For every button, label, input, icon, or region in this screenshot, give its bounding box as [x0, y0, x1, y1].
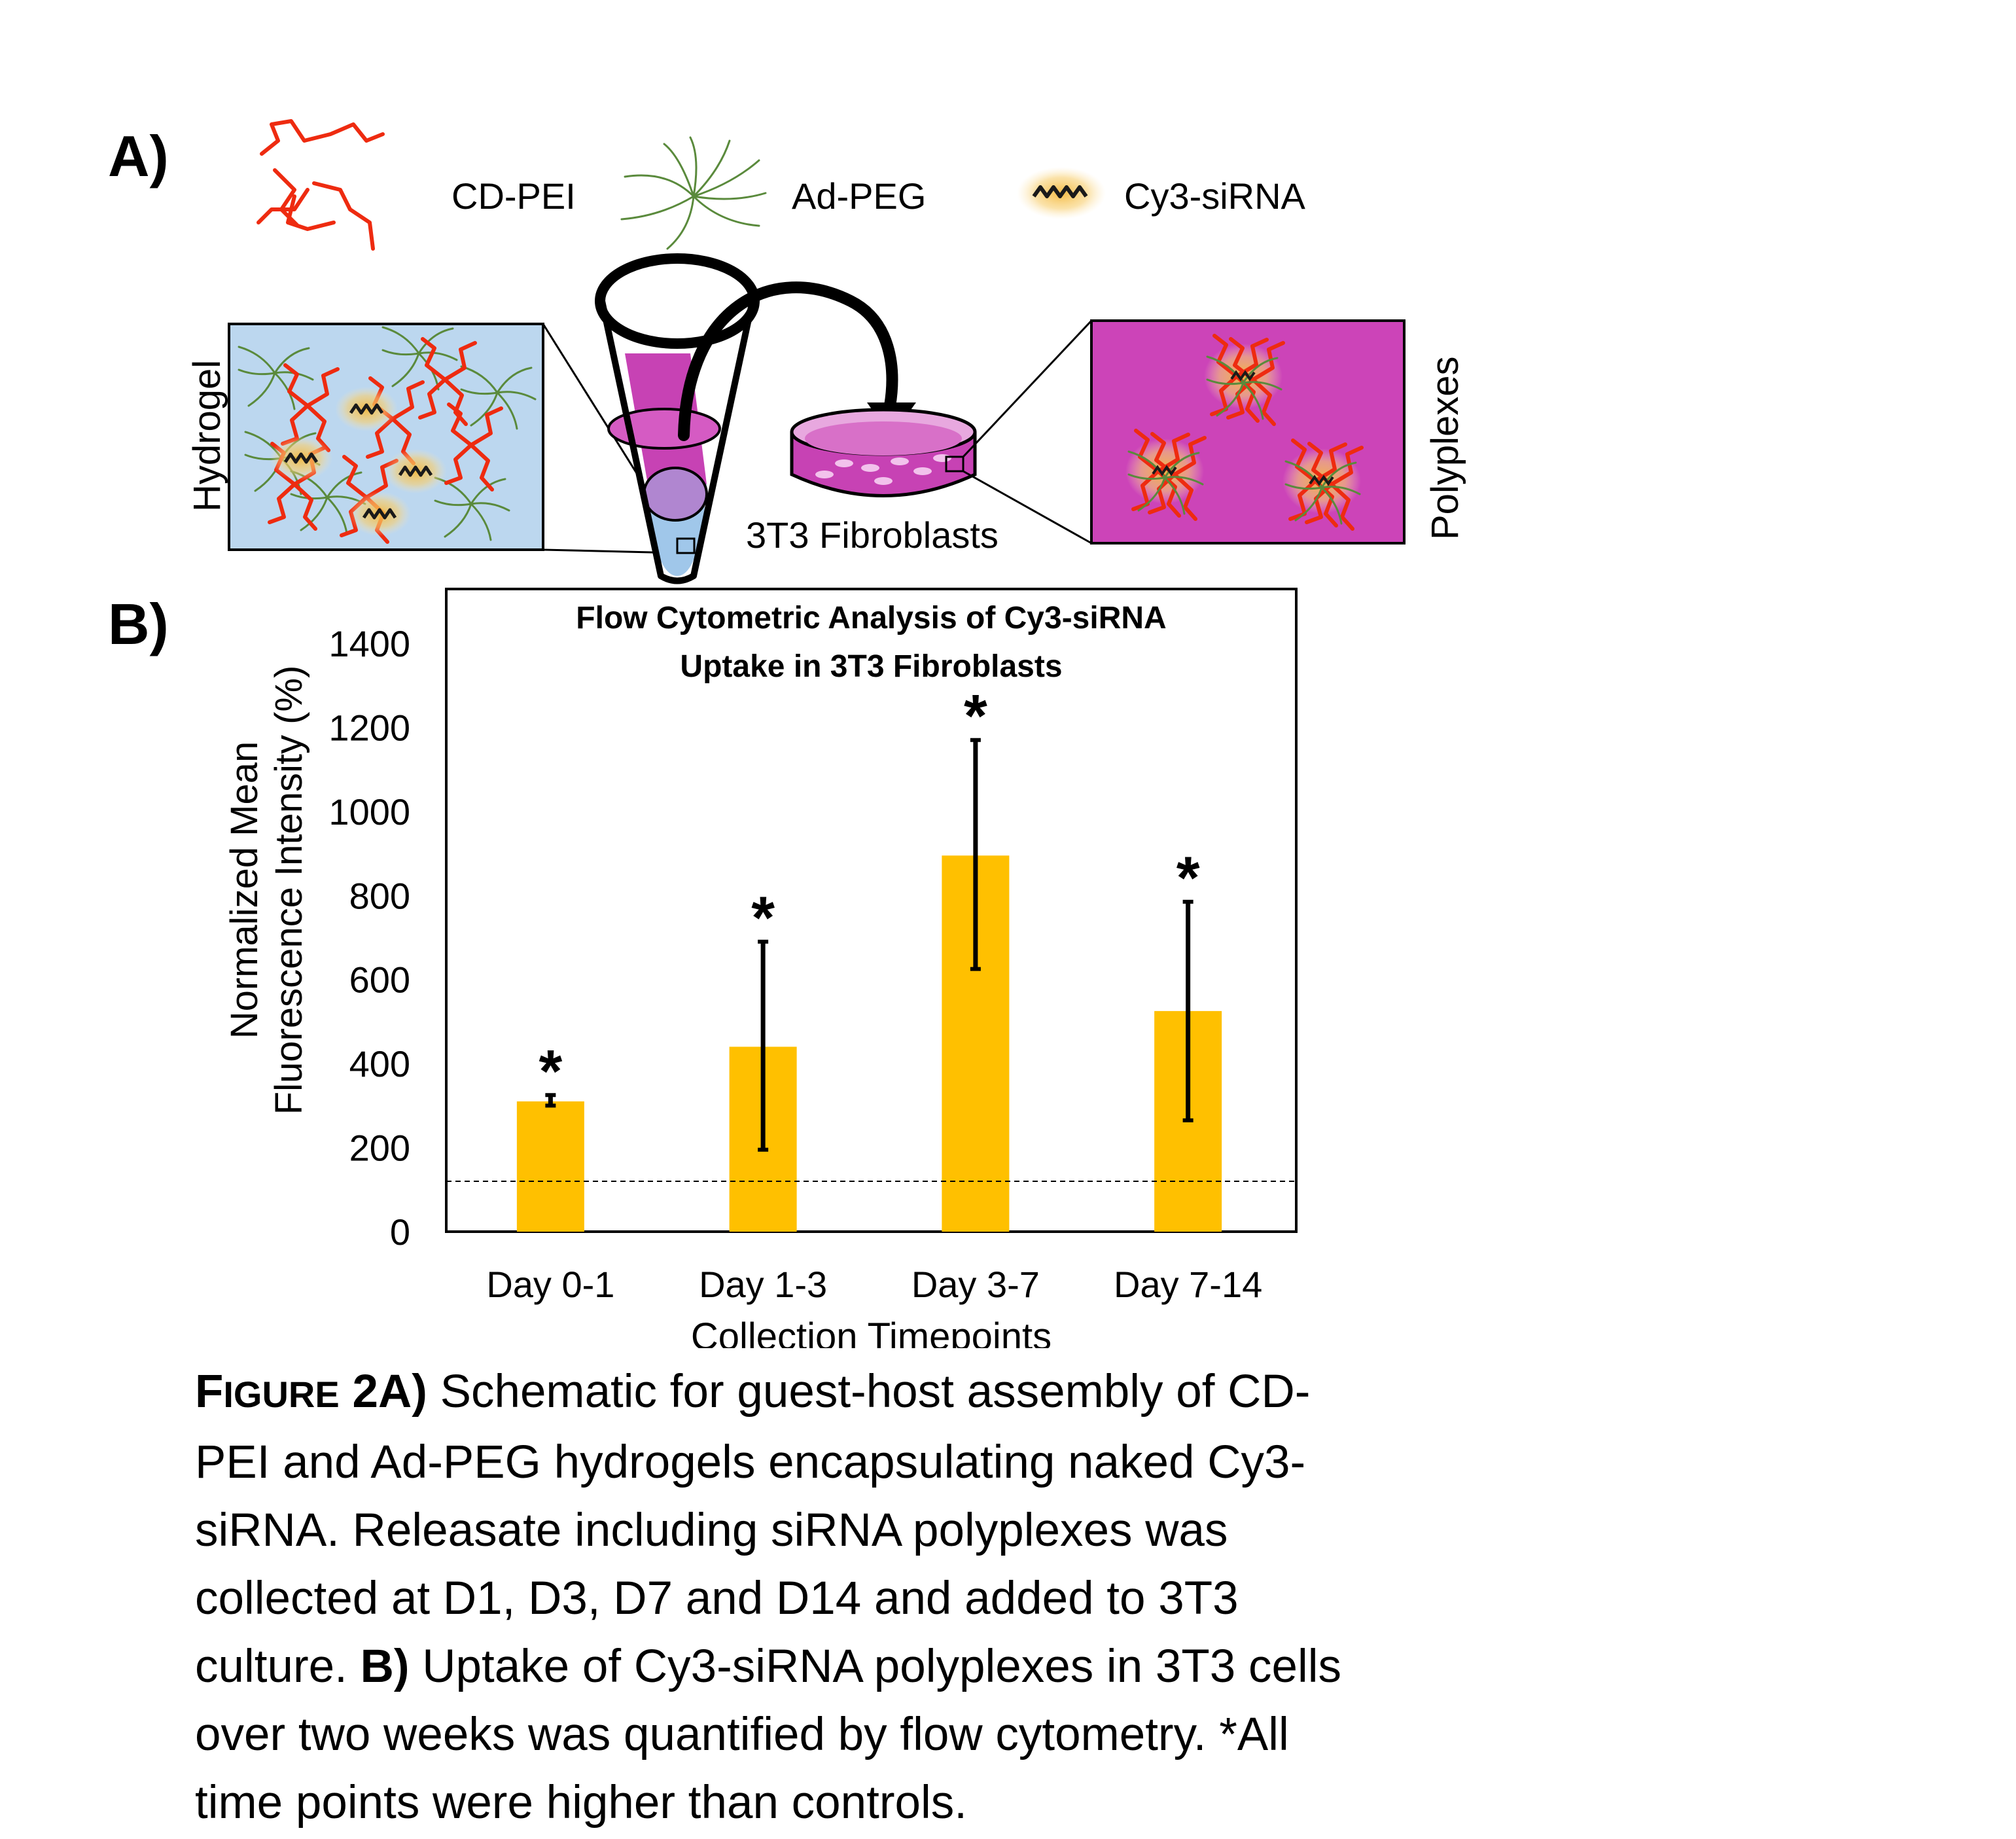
y-tick-label: 800	[349, 875, 410, 916]
y-tick-label: 600	[349, 959, 410, 1001]
significance-star: *	[964, 683, 987, 750]
legend-ad-peg-label: Ad-PEG	[792, 175, 927, 217]
schematic-diagram	[228, 119, 1406, 584]
cells-label: 3T3 Fibroblasts	[746, 514, 999, 556]
ad-peg-icon	[620, 136, 767, 250]
hydrogel-box	[228, 323, 544, 551]
plot-frame	[445, 588, 1298, 1233]
x-tick-label: Day 7-14	[1114, 1264, 1262, 1305]
x-tick-label: Day 1-3	[699, 1264, 827, 1305]
petri-dish-icon	[790, 408, 977, 497]
bar-chart: Flow Cytometric Analysis of Cy3-siRNA Upt…	[328, 588, 1298, 1348]
y-tick-label: 1000	[328, 791, 410, 832]
cd-pei-icon	[256, 119, 385, 251]
panel-a-letter: A)	[108, 124, 169, 188]
y-tick-label: 400	[349, 1043, 410, 1084]
caption-line-4: collected at D1, D3, D7 and D14 and adde…	[195, 1573, 1239, 1624]
x-axis-title: Collection Timepoints	[691, 1315, 1052, 1348]
bar	[516, 1101, 584, 1232]
x-tick-label: Day 0-1	[486, 1264, 614, 1305]
panel-b-letter: B)	[108, 592, 169, 656]
y-tick-label: 1400	[328, 623, 410, 664]
legend-cy3-sirna-label: Cy3-siRNA	[1124, 175, 1305, 217]
caption-line-1: FIGURE 2A) Schematic for guest-host asse…	[195, 1366, 1311, 1418]
cy3-sirna-icon	[1017, 167, 1106, 219]
significance-star: *	[539, 1038, 562, 1105]
significance-star: *	[1176, 845, 1200, 912]
caption-line-6: over two weeks was quantified by flow cy…	[195, 1709, 1289, 1760]
figure-caption: FIGURE 2A) Schematic for guest-host asse…	[195, 1358, 1962, 1837]
caption-line-7: time points were higher than controls.	[195, 1777, 967, 1829]
caption-line-2: PEI and Ad-PEG hydrogels encapsulating n…	[195, 1437, 1306, 1488]
legend-cd-pei-label: CD-PEI	[451, 175, 576, 217]
polyplexes-box	[1090, 319, 1406, 545]
x-tick-label: Day 3-7	[911, 1264, 1040, 1305]
caption-figure-label: FIGURE 2A)	[195, 1366, 427, 1418]
y-tick-label: 200	[349, 1128, 410, 1169]
y-tick-label: 0	[390, 1211, 410, 1253]
significance-star: *	[751, 885, 775, 952]
y-tick-label: 1200	[328, 707, 410, 748]
caption-line-3: siRNA. Releasate including siRNA polyple…	[195, 1505, 1228, 1556]
hydrogel-label: Hydrogel	[186, 359, 228, 512]
chart-title-line-2: Uptake in 3T3 Fibroblasts	[680, 649, 1062, 684]
caption-line-5: culture. B) Uptake of Cy3-siRNA polyplex…	[195, 1641, 1342, 1692]
chart-title-line-1: Flow Cytometric Analysis of Cy3-siRNA	[576, 601, 1166, 635]
polyplexes-label: Polyplexes	[1424, 356, 1466, 540]
